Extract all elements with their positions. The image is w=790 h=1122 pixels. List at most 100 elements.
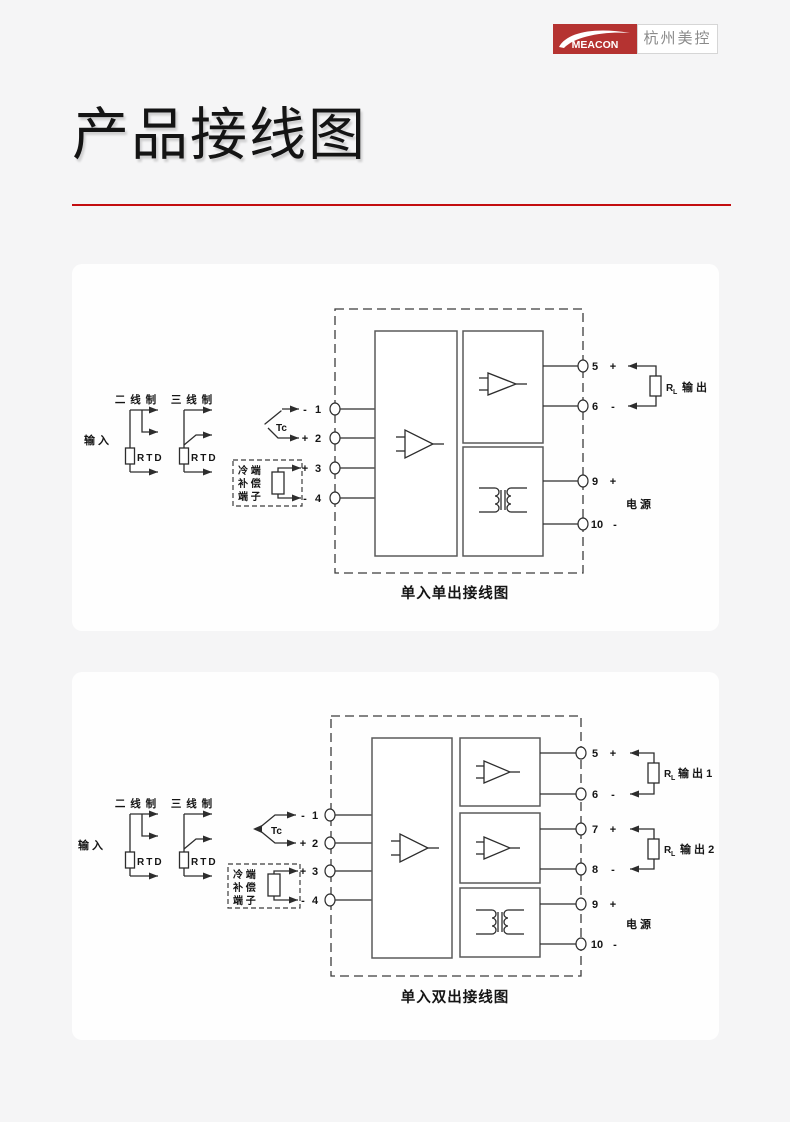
title-underline bbox=[72, 204, 731, 206]
terminal-number: 9 bbox=[592, 899, 598, 911]
output1-label: 输 出 1 bbox=[678, 766, 712, 780]
thermocouple-symbol bbox=[253, 811, 296, 847]
meacon-logo-graphic: MEACON bbox=[559, 30, 630, 51]
terminal-sign: + bbox=[610, 361, 616, 373]
diagram-caption: 单入双出接线图 bbox=[401, 988, 510, 1006]
terminal-number: 10 bbox=[591, 939, 603, 951]
tc-label: Tc bbox=[276, 423, 287, 434]
load-resistor-circuit-2 bbox=[630, 825, 660, 873]
terminal-number: 5 bbox=[592, 361, 598, 373]
module-outline bbox=[330, 715, 582, 977]
terminal-number: 2 bbox=[312, 838, 318, 850]
terminal-number: 4 bbox=[315, 493, 322, 505]
logo-swoosh-icon bbox=[559, 30, 630, 48]
terminal-sign: - bbox=[611, 789, 615, 801]
terminal-sign: - bbox=[611, 864, 615, 876]
two-wire-rtd-symbol bbox=[124, 810, 158, 880]
terminal-number: 1 bbox=[312, 810, 318, 822]
diagram-caption: 单入单出接线图 bbox=[401, 584, 510, 602]
terminal-number: 6 bbox=[592, 789, 598, 801]
output-label: 输 出 bbox=[682, 380, 707, 394]
terminal-circles bbox=[329, 359, 589, 531]
terminal-sign: + bbox=[610, 748, 616, 760]
terminal-sign: - bbox=[301, 895, 305, 907]
terminal-sign: + bbox=[610, 899, 616, 911]
brand-name: 杭州美控 bbox=[637, 24, 718, 54]
terminal-number: 4 bbox=[312, 895, 319, 907]
single-in-dual-out-diagram: 输 入 二 线 制 三 线 制 RTD RTD Tc 冷 端 补 偿 端 子 -… bbox=[78, 715, 714, 1006]
output2-label: 输 出 2 bbox=[680, 842, 714, 856]
terminal-sign: + bbox=[610, 824, 616, 836]
terminal-sign: - bbox=[613, 519, 617, 531]
terminal-number: 9 bbox=[592, 476, 598, 488]
cold-junction-label: 端 子 bbox=[233, 894, 256, 907]
terminal-number: 7 bbox=[592, 824, 598, 836]
load-resistor-subscript: L bbox=[673, 389, 678, 396]
cold-junction-label: 补 偿 bbox=[237, 477, 261, 490]
terminal-sign: - bbox=[301, 810, 305, 822]
two-wire-rtd-symbol bbox=[124, 406, 158, 476]
load-resistor-circuit-1 bbox=[630, 749, 660, 798]
diagram-card-single-output: 输 入 二 线 制 三 线 制 RTD RTD Tc 冷 端 补 偿 端 子 -… bbox=[72, 264, 719, 631]
module-outline bbox=[334, 308, 584, 574]
output-amplifier-block bbox=[462, 330, 578, 444]
cold-junction-compensation-box bbox=[227, 863, 301, 909]
tc-label: Tc bbox=[271, 826, 282, 837]
cold-junction-label: 补 偿 bbox=[232, 881, 256, 894]
terminal-number: 2 bbox=[315, 433, 321, 445]
rtd-label: RTD bbox=[191, 857, 218, 868]
page-title: 产品接线图 bbox=[72, 103, 367, 167]
load-resistor-label: R bbox=[666, 383, 674, 394]
two-wire-label: 二 线 制 bbox=[115, 393, 157, 406]
power-transformer-block bbox=[459, 887, 576, 958]
terminal-number: 10 bbox=[591, 519, 603, 531]
terminal-number: 3 bbox=[315, 463, 321, 475]
logo-wordmark: MEACON bbox=[572, 39, 619, 51]
header: MEACON 杭州美控 bbox=[0, 0, 790, 54]
terminal-number: 5 bbox=[592, 748, 598, 760]
terminal-number: 3 bbox=[312, 866, 318, 878]
terminal-number: 6 bbox=[592, 401, 598, 413]
cold-junction-label: 冷 端 bbox=[238, 464, 261, 477]
cold-junction-compensation-box bbox=[232, 459, 303, 507]
meacon-logo: MEACON bbox=[553, 24, 637, 54]
cold-junction-label: 冷 端 bbox=[233, 868, 256, 881]
terminal-sign: + bbox=[300, 866, 306, 878]
three-wire-rtd-symbol bbox=[178, 810, 212, 880]
diagram-card-dual-output: 输 入 二 线 制 三 线 制 RTD RTD Tc 冷 端 补 偿 端 子 -… bbox=[72, 672, 719, 1040]
isolation-amplifier-block bbox=[374, 330, 458, 557]
terminal-sign: - bbox=[613, 939, 617, 951]
terminal-sign: + bbox=[302, 433, 308, 445]
terminal-sign: - bbox=[611, 401, 615, 413]
cold-junction-label: 端 子 bbox=[238, 490, 261, 503]
three-wire-rtd-symbol bbox=[178, 406, 212, 476]
terminal-sign: + bbox=[610, 476, 616, 488]
terminal-number: 1 bbox=[315, 404, 321, 416]
power-label: 电 源 bbox=[626, 917, 651, 931]
power-transformer-block bbox=[462, 446, 578, 557]
rtd-label: RTD bbox=[137, 857, 164, 868]
terminal-sign: - bbox=[303, 493, 307, 505]
terminal-sign: + bbox=[300, 838, 306, 850]
single-in-single-out-diagram: 输 入 二 线 制 三 线 制 RTD RTD Tc 冷 端 补 偿 端 子 -… bbox=[84, 308, 707, 602]
load-resistor-circuit bbox=[628, 362, 662, 410]
brand-logo: MEACON 杭州美控 bbox=[553, 24, 718, 54]
load-resistor-label: R bbox=[664, 769, 672, 780]
rtd-label: RTD bbox=[137, 453, 164, 464]
input-label: 输 入 bbox=[78, 838, 103, 852]
output2-amplifier-block bbox=[459, 812, 576, 884]
three-wire-label: 三 线 制 bbox=[171, 393, 213, 406]
load-resistor-label: R bbox=[664, 845, 672, 856]
thermocouple-symbol bbox=[264, 405, 299, 442]
terminal-number: 8 bbox=[592, 864, 598, 876]
power-label: 电 源 bbox=[626, 497, 651, 511]
load-resistor-subscript: L bbox=[671, 851, 676, 858]
terminal-sign: + bbox=[302, 463, 308, 475]
two-wire-label: 二 线 制 bbox=[115, 797, 157, 810]
rtd-label: RTD bbox=[191, 453, 218, 464]
three-wire-label: 三 线 制 bbox=[171, 797, 213, 810]
output1-amplifier-block bbox=[459, 737, 576, 807]
load-resistor-subscript: L bbox=[671, 775, 676, 782]
terminal-sign: - bbox=[303, 404, 307, 416]
